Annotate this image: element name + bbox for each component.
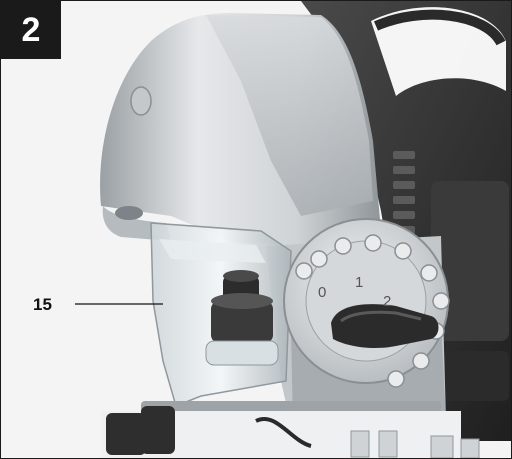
dial-position-0: 0: [318, 284, 326, 301]
dial-position-1: 1: [355, 274, 363, 291]
dial-position-2: 2: [383, 293, 391, 310]
figure-number: 2: [1, 1, 61, 59]
callout-label: 15: [33, 295, 52, 314]
